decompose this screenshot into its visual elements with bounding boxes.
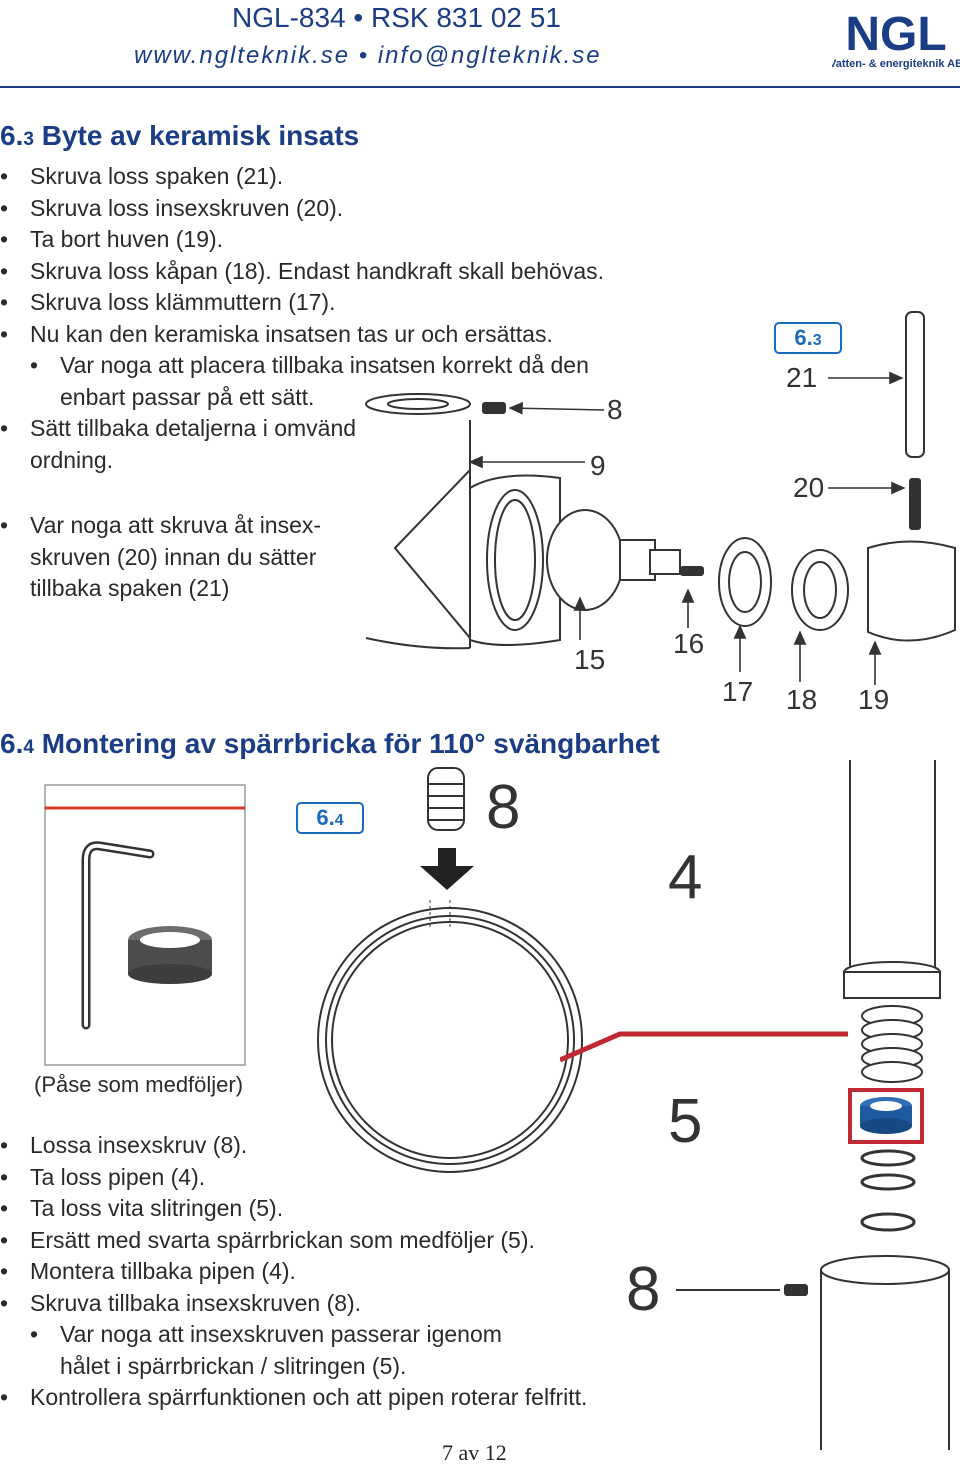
label-19: 19 [858,684,890,715]
section-6-3-note: Var noga att skruva åt insex- skruven (2… [0,510,400,605]
bag-caption: (Påse som medföljer) [34,1072,244,1097]
header-contact: www.nglteknik.se • info@nglteknik.se [134,42,602,69]
section-6-4-steps: Lossa insexskruv (8). Ta loss pipen (4).… [0,1130,720,1414]
step: Skruva loss kåpan (18). Endast handkraft… [0,256,700,288]
badge-6-4: 6.4 [296,802,364,834]
step: Skruva loss insexskruven (20). [0,193,700,225]
base-tube [820,1255,950,1450]
step: Skruva loss klämmuttern (17). [0,287,700,319]
substep: Var noga att placera tillbaka insatsen k… [0,350,700,382]
step: Ta loss vita slitringen (5). [0,1193,720,1225]
label-18: 18 [786,684,818,715]
step-cont: tillbaka spaken (21) [30,575,230,601]
section-6-4-title: 6.4 Montering av spärrbricka för 110° sv… [0,728,660,759]
exploded-diagram-6-3 [365,311,956,685]
section-6-3-steps: Skruva loss spaken (21). Skruva loss ins… [0,161,700,476]
label-8-top: 8 [486,773,521,842]
step: Nu kan den keramiska insatsen tas ur och… [0,319,700,351]
clamp-nut [718,537,772,627]
label-8: 8 [607,394,623,425]
lock-washer-diagram [317,767,583,1173]
step: Ta loss pipen (4). [0,1162,720,1194]
spout-pipe-4 [843,760,941,999]
cover [791,549,849,631]
page-number: 7 av 12 [442,1440,507,1465]
housing [469,474,561,646]
label-17: 17 [722,676,754,707]
spout-threads [861,1005,923,1083]
badge-6-3: 6.3 [774,322,842,354]
lever [905,311,925,458]
substep: Var noga att insexskruven passerar igeno… [0,1319,720,1351]
set-screw-8 [427,767,465,831]
label-20: 20 [793,472,825,503]
step: Skruva tillbaka insexskruven (8). [0,1288,720,1320]
logo-tagline: Vatten- & energiteknik AB [832,58,960,70]
step: Ersätt med svarta spärrbrickan som medfö… [0,1225,720,1257]
header-title: NGL-834 • RSK 831 02 51 [232,2,561,33]
label-4: 4 [668,843,703,912]
cap [867,540,956,642]
step: Var noga att skruva åt insex- [0,510,400,542]
blue-lock-washer [860,1097,912,1134]
header-rule [0,86,960,88]
spout-body [365,393,471,650]
step: Montera tillbaka pipen (4). [0,1256,720,1288]
step-cont: skruven (20) innan du sätter [30,543,317,570]
label-15: 15 [574,644,606,675]
substep-cont: enbart passar på ett sätt. [60,383,315,410]
parts-bag-illustration [44,784,246,1066]
highlight-box [848,1088,924,1144]
step-cont: ordning. [30,446,114,473]
section-6-3-title: 6.3 Byte av keramisk insats [0,120,360,151]
ngl-logo: NGL Vatten- & energiteknik AB [832,8,960,70]
label-21: 21 [786,362,818,393]
logo-text: NGL [845,8,946,61]
spout-assembly-diagram [560,760,950,1450]
label-16: 16 [673,628,705,659]
step: Lossa insexskruv (8). [0,1130,720,1162]
step: Sätt tillbaka detaljerna i omvänd [0,413,700,445]
step: Ta bort huven (19). [0,224,700,256]
step: Kontrollera spärrfunktionen och att pipe… [0,1382,720,1414]
cartridge [546,509,681,611]
step: Skruva loss spaken (21). [0,161,700,193]
label-9: 9 [590,450,606,481]
substep-cont: hålet i spärrbrickan / slitringen (5). [60,1352,407,1379]
